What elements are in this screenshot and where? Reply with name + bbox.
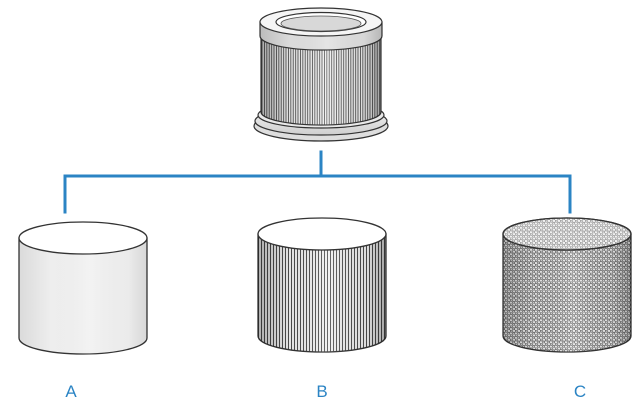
layer-label-b: B: [316, 382, 328, 401]
pleated-cylinder-icon: [257, 217, 387, 353]
layer-label-a: A: [65, 382, 77, 401]
plain-cylinder-icon: [18, 221, 148, 355]
layer-label-c: C: [573, 382, 587, 401]
connector-lines: [63, 150, 572, 214]
assembled-filter-icon: [253, 7, 389, 142]
mesh-cylinder-icon: [502, 217, 632, 353]
